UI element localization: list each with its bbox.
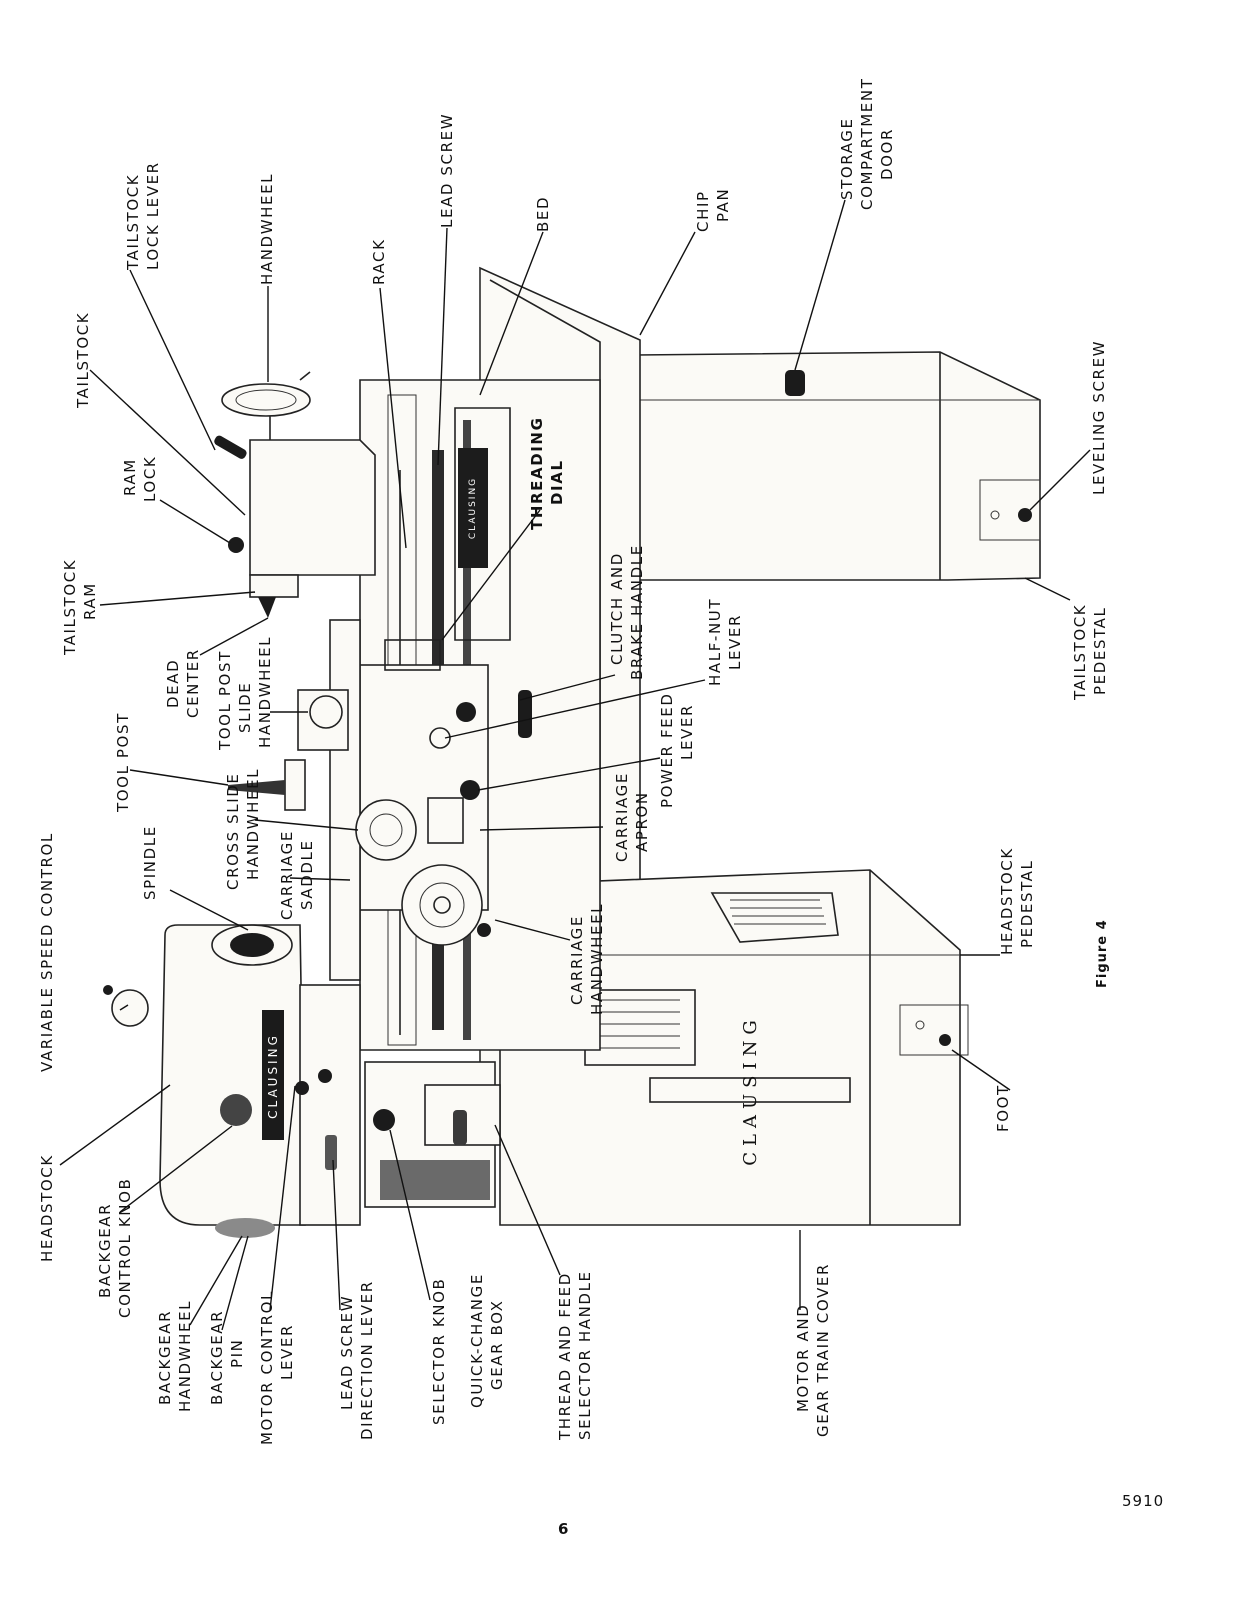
- label-headstock: HEADSTOCK: [38, 1154, 56, 1262]
- label-rack: RACK: [370, 238, 388, 285]
- label-tool-post: TOOL POST: [114, 712, 132, 813]
- callout-labels: TAILSTOCK TAILSTOCK LOCK LEVER HANDWHEEL…: [38, 78, 1110, 1445]
- label-storage-compartment-door: STORAGE: [838, 117, 856, 200]
- label-carriage-saddle-2: SADDLE: [298, 839, 316, 910]
- headstock-assembly: CLAUSING: [103, 924, 361, 1238]
- leader-lines: [59, 199, 1091, 1331]
- label-tailstock: TAILSTOCK: [74, 312, 92, 409]
- label-backgear-control-knob: BACKGEAR: [96, 1203, 114, 1298]
- label-storage-compartment-door-3: DOOR: [878, 128, 896, 180]
- label-thread-feed-selector-handle: THREAD AND FEED: [556, 1272, 574, 1441]
- label-backgear-pin-2: PIN: [228, 1339, 246, 1369]
- figure-caption: Figure 4: [1095, 919, 1110, 988]
- label-carriage-saddle: CARRIAGE: [278, 830, 296, 920]
- lathe-illustration: CLAUSING CLAUSING: [103, 266, 1041, 1238]
- label-thread-feed-selector-handle-2: SELECTOR HANDLE: [576, 1270, 594, 1440]
- label-power-feed-lever-2: LEVER: [678, 704, 696, 760]
- label-selector-knob: SELECTOR KNOB: [430, 1278, 448, 1425]
- headstock-pedestal: CLAUSING: [499, 869, 969, 1226]
- document-code: 5910: [1122, 1492, 1165, 1510]
- label-carriage-apron-2: APRON: [633, 791, 651, 852]
- label-lead-screw: LEAD SCREW: [438, 113, 456, 228]
- label-storage-compartment-door-2: COMPARTMENT: [858, 78, 876, 210]
- label-lead-screw-direction-lever-2: DIRECTION LEVER: [358, 1280, 376, 1440]
- label-variable-speed-control: VARIABLE SPEED CONTROL: [38, 832, 56, 1072]
- label-tailstock-ram-2: RAM: [81, 582, 99, 620]
- threading-dial-plate: CLAUSING: [468, 477, 478, 539]
- label-backgear-handwheel: BACKGEAR: [156, 1310, 174, 1405]
- label-chip-pan: CHIP: [694, 190, 712, 232]
- page-number: 6: [558, 1520, 569, 1538]
- pedestal-brand-plate: CLAUSING: [740, 1014, 761, 1165]
- tailstock-pedestal: [635, 351, 1041, 581]
- label-backgear-control-knob-2: CONTROL KNOB: [116, 1178, 134, 1318]
- label-clutch-brake-handle-2: BRAKE HANDLE: [628, 544, 646, 680]
- storage-door-knob: [785, 370, 805, 396]
- label-tailstock-lock-lever-2: LOCK LEVER: [144, 161, 162, 270]
- label-half-nut-lever-2: LEVER: [726, 614, 744, 670]
- label-motor-gear-train-cover: MOTOR AND: [794, 1304, 812, 1412]
- label-handwheel: HANDWHEEL: [258, 173, 276, 285]
- label-cross-slide-handwheel: CROSS SLIDE: [224, 773, 242, 890]
- label-motor-control-lever-2: LEVER: [278, 1324, 296, 1380]
- carriage-assembly: [228, 619, 532, 981]
- label-ram-lock: RAM: [121, 458, 139, 496]
- label-tool-post-slide-handwheel-2: SLIDE: [236, 682, 254, 733]
- label-headstock-pedestal-2: PEDESTAL: [1018, 860, 1036, 949]
- label-leveling-screw: LEVELING SCREW: [1090, 340, 1108, 495]
- label-dead-center-2: CENTER: [184, 648, 202, 718]
- tailstock-assembly: [214, 371, 376, 618]
- label-tailstock-lock-lever: TAILSTOCK: [124, 174, 142, 271]
- label-quick-change-gear-box: QUICK-CHANGE: [468, 1273, 486, 1408]
- label-threading-dial: THREADING: [528, 417, 546, 531]
- label-power-feed-lever: POWER FEED: [658, 693, 676, 809]
- label-clutch-brake-handle: CLUTCH AND: [608, 552, 626, 665]
- label-backgear-pin: BACKGEAR: [208, 1310, 226, 1405]
- label-foot: FOOT: [994, 1084, 1012, 1132]
- label-ram-lock-2: LOCK: [141, 456, 159, 502]
- label-spindle: SPINDLE: [141, 825, 159, 900]
- label-tailstock-pedestal-2: PEDESTAL: [1091, 607, 1109, 696]
- label-dead-center: DEAD: [164, 659, 182, 708]
- label-lead-screw-direction-lever: LEAD SCREW: [338, 1295, 356, 1410]
- quick-change-gearbox: [364, 1061, 501, 1208]
- label-bed: BED: [534, 196, 552, 232]
- label-tool-post-slide-handwheel-3: HANDWHEEL: [256, 636, 274, 748]
- label-tailstock-pedestal: TAILSTOCK: [1071, 604, 1089, 701]
- label-tailstock-ram: TAILSTOCK: [61, 559, 79, 656]
- label-half-nut-lever: HALF-NUT: [706, 598, 724, 686]
- label-carriage-handwheel: CARRIAGE: [568, 915, 586, 1005]
- label-threading-dial-2: DIAL: [548, 459, 566, 505]
- label-cross-slide-handwheel-2: HANDWHEEL: [244, 768, 262, 880]
- headstock-brand-plate: CLAUSING: [266, 1033, 280, 1119]
- label-headstock-pedestal: HEADSTOCK: [998, 847, 1016, 955]
- label-backgear-handwheel-2: HANDWHEEL: [176, 1300, 194, 1412]
- label-motor-gear-train-cover-2: GEAR TRAIN COVER: [814, 1263, 832, 1437]
- label-chip-pan-2: PAN: [714, 188, 732, 222]
- label-quick-change-gear-box-2: GEAR BOX: [488, 1299, 506, 1390]
- label-tool-post-slide-handwheel: TOOL POST: [216, 650, 234, 751]
- label-motor-control-lever: MOTOR CONTROL: [258, 1290, 276, 1445]
- label-carriage-handwheel-2: HANDWHEEL: [588, 903, 606, 1015]
- label-carriage-apron: CARRIAGE: [613, 772, 631, 862]
